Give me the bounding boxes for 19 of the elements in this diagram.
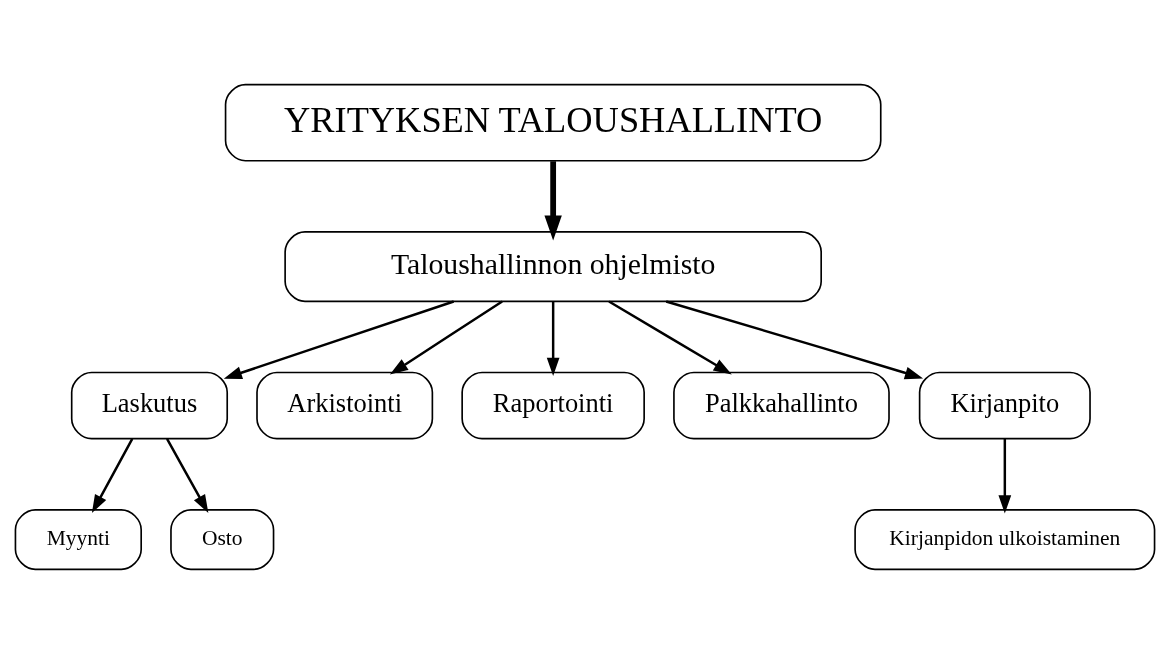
arrow	[166, 437, 209, 513]
node-box: Laskutus	[70, 371, 229, 439]
arrow	[665, 299, 924, 379]
arrow	[998, 438, 1012, 513]
node-box: Raportointi	[461, 371, 645, 439]
node-box: Osto	[170, 508, 275, 570]
arrow	[546, 301, 560, 376]
arrow	[91, 437, 134, 513]
node-box: YRITYKSEN TALOUSHALLINTO	[224, 83, 882, 162]
arrow	[608, 299, 732, 374]
arrow	[223, 299, 455, 379]
arrow	[389, 299, 503, 375]
node-box: Kirjanpito	[918, 371, 1091, 439]
arrow	[544, 160, 562, 240]
node-box: Kirjanpidon ulkoistaminen	[854, 508, 1156, 570]
node-box: Taloushallinnon ohjelmisto	[284, 230, 822, 302]
node-box: Palkkahallinto	[673, 371, 890, 439]
node-box: Arkistointi	[256, 371, 434, 439]
node-box: Myynti	[14, 508, 142, 570]
